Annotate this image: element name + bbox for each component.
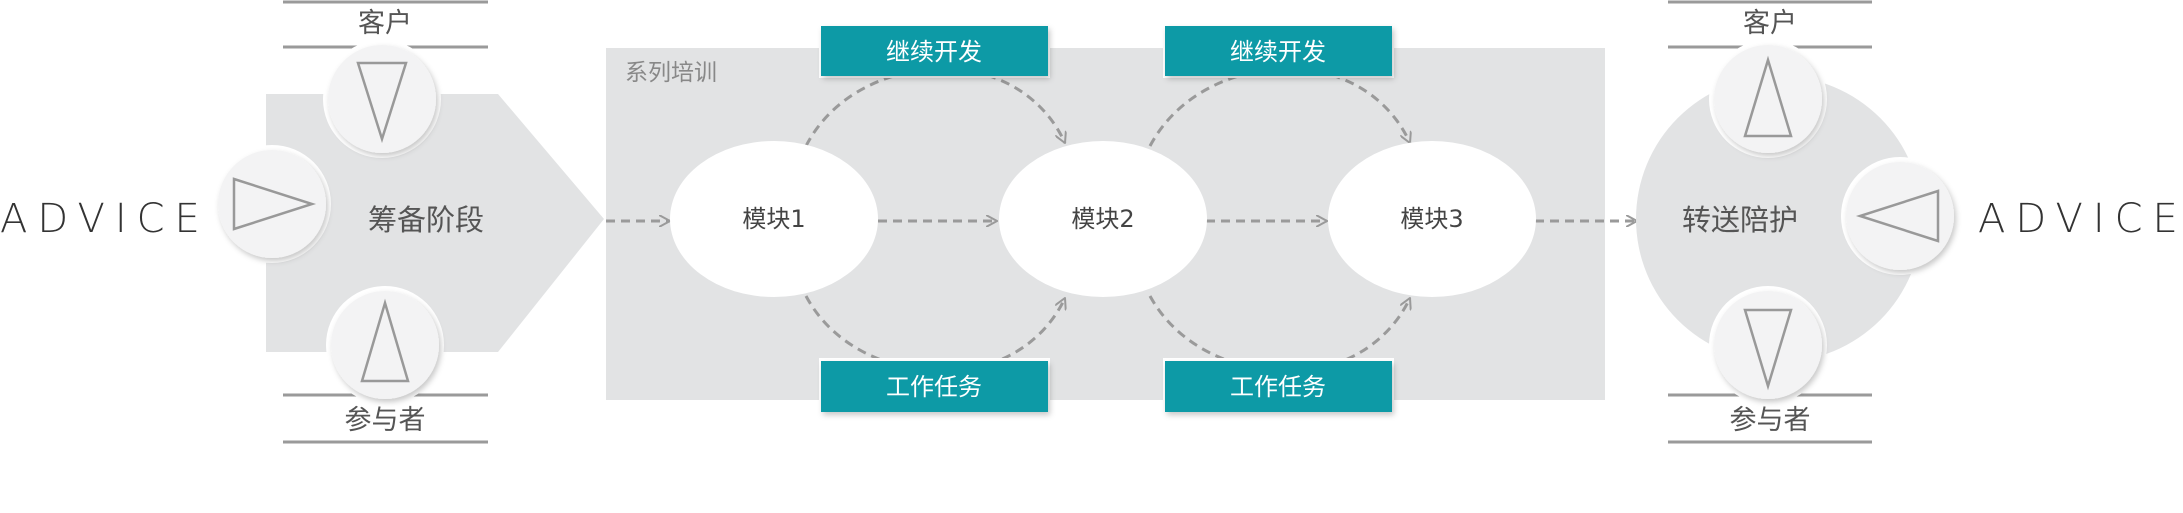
continue-dev-box-1: 继续开发 <box>819 24 1050 78</box>
participant-label-right: 参与者 <box>1730 405 1811 436</box>
continue-dev-label-2: 继续开发 <box>1230 38 1326 66</box>
arc-top-module2-to-module3 <box>1148 67 1410 147</box>
series-training-label: 系列培训 <box>625 60 717 86</box>
module2-ellipse <box>999 141 1207 297</box>
participant-label-left: 参与者 <box>345 405 426 436</box>
arc-bottom-module2-to-module3 <box>1148 295 1410 373</box>
handover-stage-label: 转送陪护 <box>1682 203 1798 237</box>
prep-stage-shape <box>266 94 604 352</box>
module1-label: 模块1 <box>742 205 805 233</box>
client-label-right: 客户 <box>1743 8 1797 39</box>
continue-dev-label-1: 继续开发 <box>886 38 982 66</box>
work-task-label-2: 工作任务 <box>1230 373 1326 401</box>
brand-logo-left: ADVICE <box>0 196 210 242</box>
arc-top-module1-to-module2 <box>804 67 1065 147</box>
brand-logo-right: ADVICE <box>1978 196 2183 242</box>
circle-up-triangle-icon <box>326 286 444 404</box>
circle-down-triangle-icon-right <box>1709 286 1827 404</box>
module3-ellipse <box>1328 141 1536 297</box>
work-task-box-2: 工作任务 <box>1163 358 1394 414</box>
module2-label: 模块2 <box>1071 205 1134 233</box>
circle-left-triangle-icon-right <box>1841 157 1959 275</box>
circle-right-triangle-icon <box>213 145 331 263</box>
client-label-left: 客户 <box>358 8 412 39</box>
module3-label: 模块3 <box>1400 205 1463 233</box>
handover-stage-circle <box>1636 76 1922 362</box>
module1-ellipse <box>670 141 878 297</box>
work-task-label-1: 工作任务 <box>886 373 982 401</box>
work-task-box-1: 工作任务 <box>819 358 1050 414</box>
circle-down-triangle-icon <box>323 40 441 158</box>
prep-stage-label: 筹备阶段 <box>368 203 484 237</box>
continue-dev-box-2: 继续开发 <box>1163 24 1394 78</box>
circle-up-triangle-icon-right <box>1709 40 1827 158</box>
arc-bottom-module1-to-module2 <box>804 295 1065 373</box>
